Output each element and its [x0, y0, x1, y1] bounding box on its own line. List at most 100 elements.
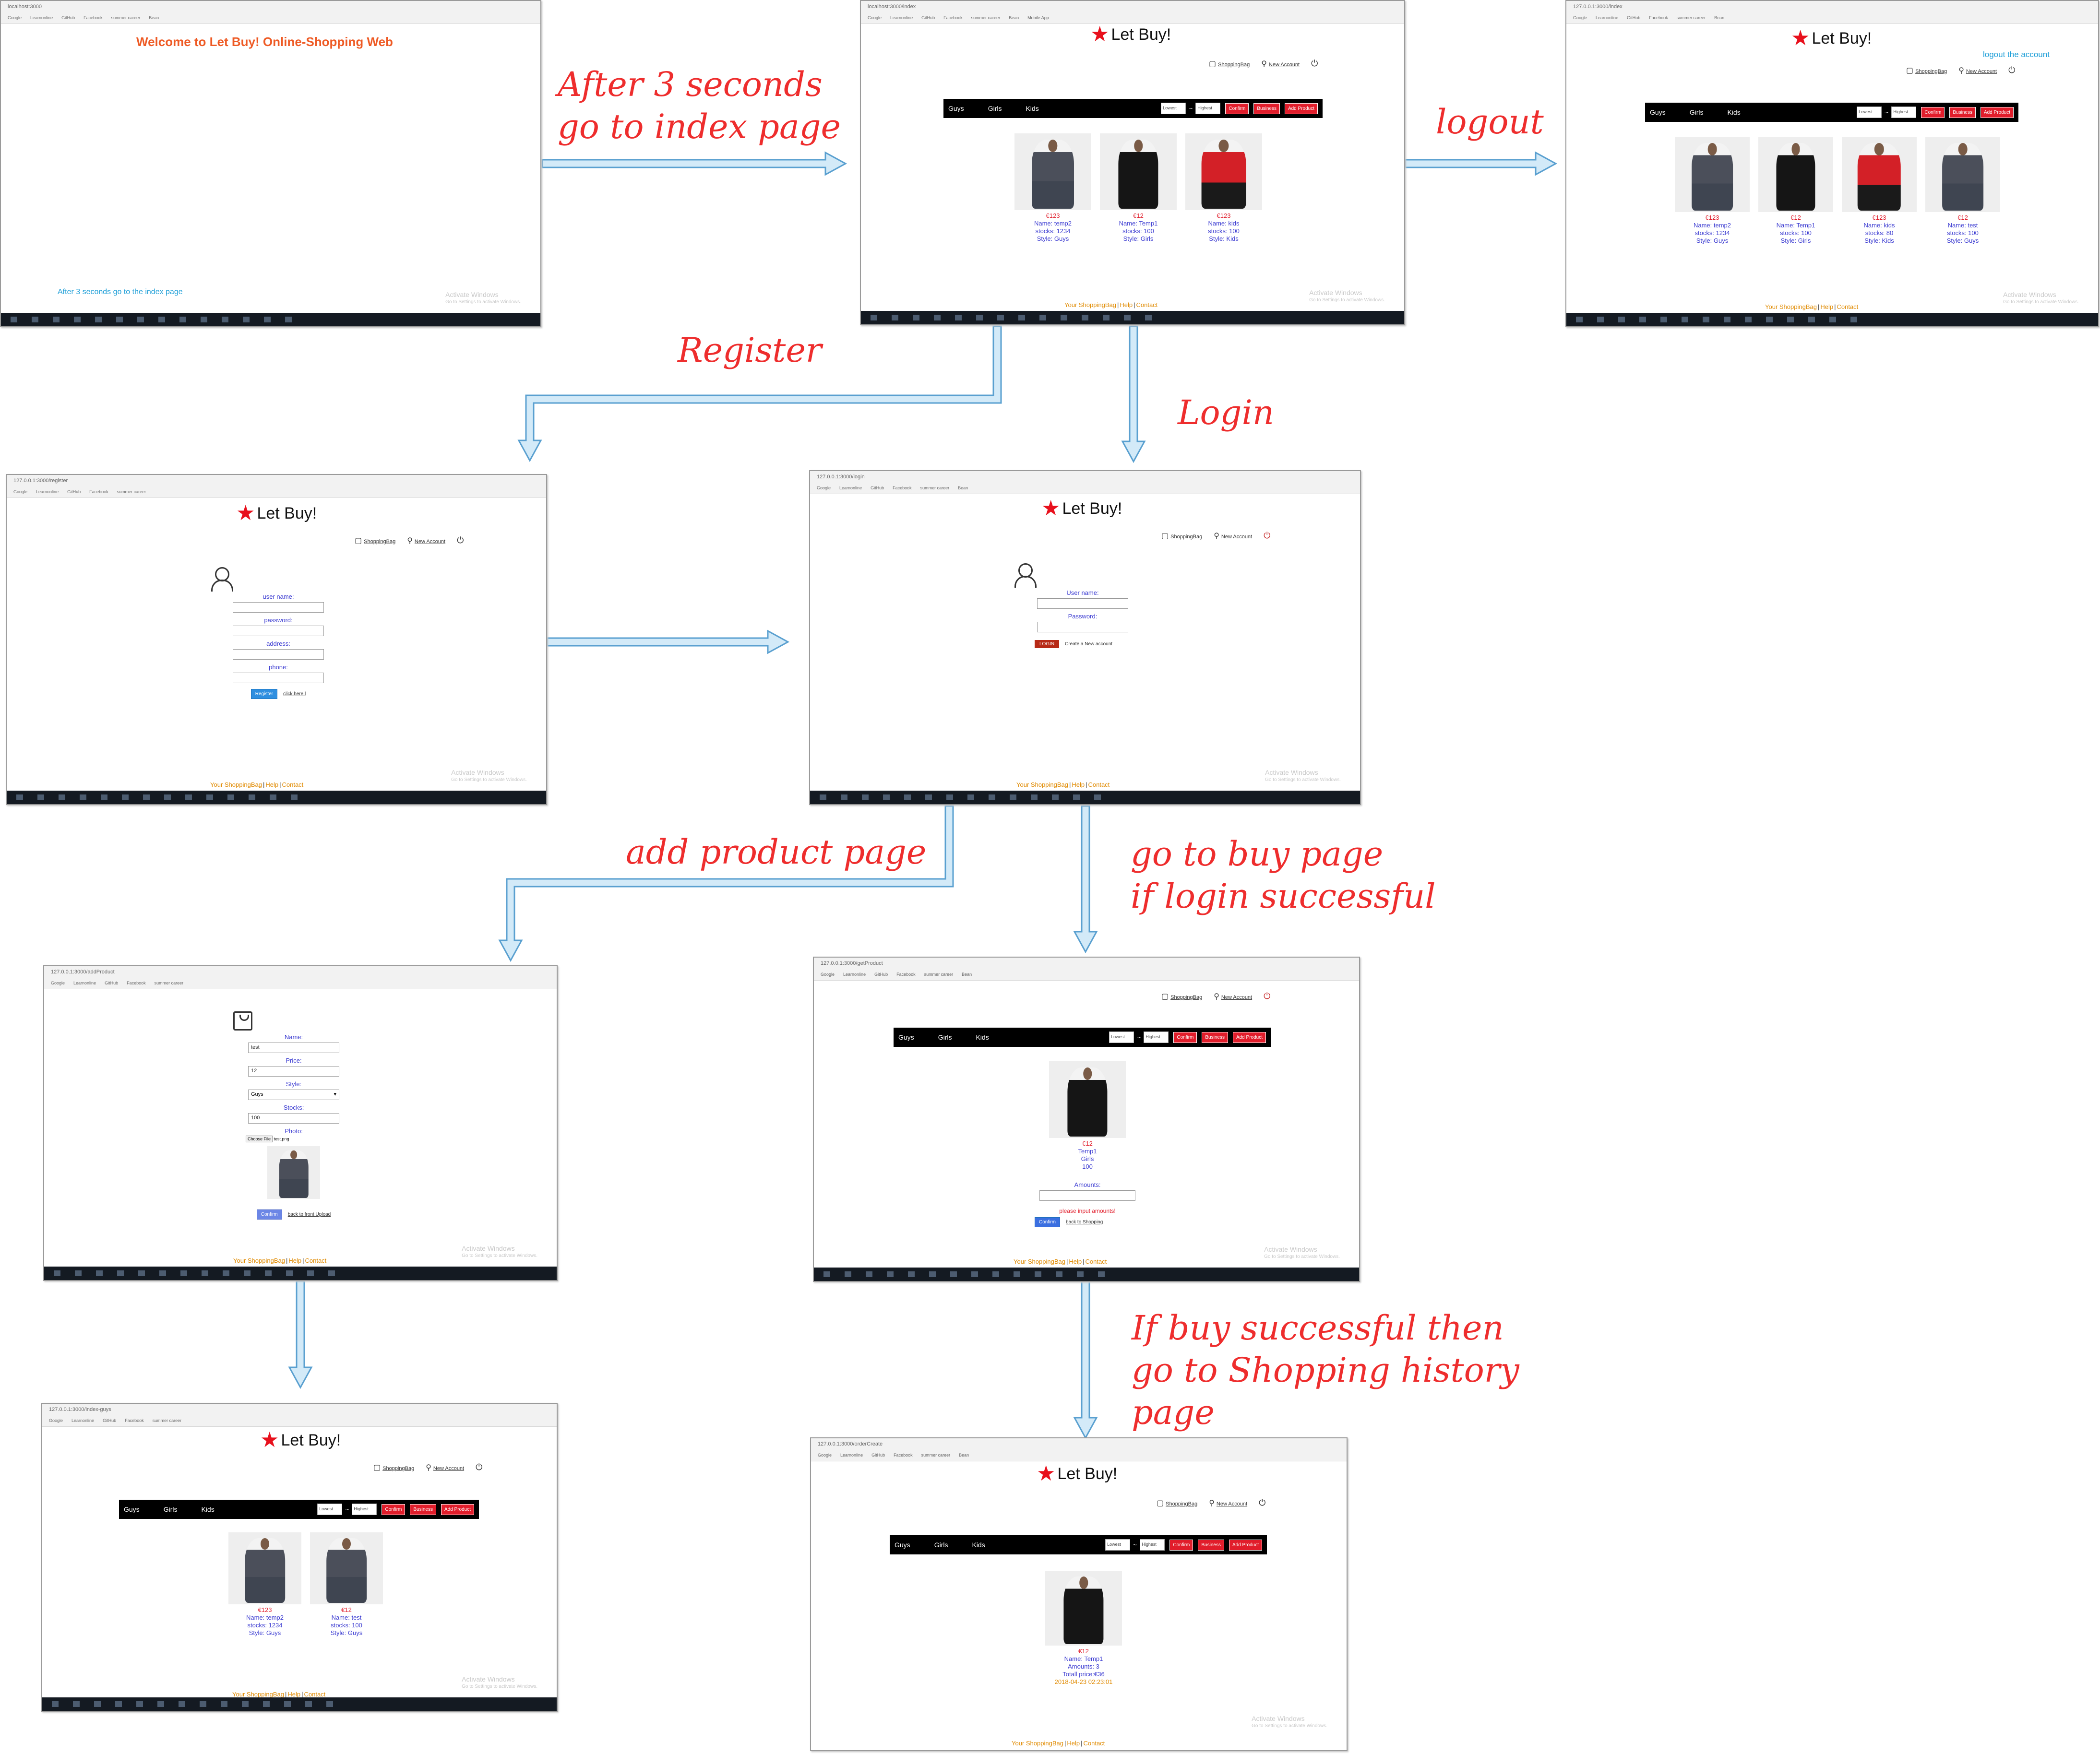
create-account-link[interactable]: Create a New account [1065, 641, 1113, 647]
new-account-link[interactable]: ⚲New Account [407, 536, 446, 545]
bookmark[interactable]: Learnonline [890, 15, 913, 20]
footer-help-link[interactable]: Help [265, 781, 279, 788]
lowest-price-input[interactable]: Lowest [317, 1504, 343, 1515]
bookmark[interactable]: GitHub [103, 1418, 117, 1423]
amount-input[interactable] [1039, 1190, 1135, 1201]
bookmark[interactable]: GitHub [61, 15, 75, 20]
login-submit-button[interactable]: LOGIN [1035, 640, 1060, 648]
bookmark[interactable]: Bean [958, 486, 968, 490]
shopping-bag-link[interactable]: ▢ShoppingBag [373, 1463, 415, 1472]
bookmark[interactable]: summer career [117, 489, 146, 494]
bookmark[interactable]: Facebook [84, 15, 103, 20]
add-product-button[interactable]: Add Product [1229, 1539, 1262, 1551]
confirm-button[interactable]: Confirm [1169, 1539, 1193, 1551]
shopping-bag-link[interactable]: ▢ShoppingBag [1209, 59, 1250, 68]
password-input[interactable] [1037, 622, 1128, 632]
bookmark[interactable]: Google [8, 15, 22, 20]
bookmark[interactable]: GitHub [871, 486, 884, 490]
highest-price-input[interactable]: Highest [1140, 1539, 1165, 1551]
bookmark[interactable]: Bean [1714, 15, 1725, 20]
bookmark[interactable]: Facebook [125, 1418, 144, 1423]
footer-bag-link[interactable]: Your ShoppingBag [1016, 781, 1068, 788]
footer-help-link[interactable]: Help [1120, 301, 1133, 308]
footer-bag-link[interactable]: Your ShoppingBag [1064, 301, 1116, 308]
nav-girls[interactable]: Girls [1689, 108, 1704, 116]
stocks-input[interactable]: 100 [248, 1113, 339, 1124]
nav-guys[interactable]: Guys [1650, 108, 1666, 116]
bookmark[interactable]: Bean [959, 1453, 969, 1458]
footer-contact-link[interactable]: Contact [282, 781, 304, 788]
bookmark[interactable]: Facebook [896, 972, 916, 977]
footer-contact-link[interactable]: Contact [1083, 1740, 1105, 1747]
footer-help-link[interactable]: Help [1069, 1258, 1082, 1265]
address-bar[interactable]: 127.0.0.1:3000/addProduct [51, 969, 115, 975]
brand-logo[interactable]: ★Let Buy! [260, 1428, 341, 1452]
shopping-bag-link[interactable]: ▢ShoppingBag [1157, 1499, 1198, 1507]
register-link[interactable]: click.here.l [283, 691, 306, 697]
nav-girls[interactable]: Girls [163, 1505, 178, 1513]
power-icon[interactable]: ⏻ [1264, 531, 1271, 540]
footer-bag-link[interactable]: Your ShoppingBag [233, 1257, 285, 1264]
password-input[interactable] [233, 626, 324, 636]
bookmark[interactable]: Google [13, 489, 28, 494]
address-bar[interactable]: localhost:3000/index [868, 4, 916, 10]
confirm-button[interactable]: Confirm [382, 1504, 406, 1515]
buy-confirm-button[interactable]: Confirm [1035, 1217, 1061, 1227]
bookmark[interactable]: Learnonline [839, 486, 862, 490]
footer-contact-link[interactable]: Contact [1837, 303, 1859, 310]
phone-input[interactable] [233, 673, 324, 683]
footer-bag-link[interactable]: Your ShoppingBag [1014, 1258, 1065, 1265]
bookmark[interactable]: Mobile App [1027, 15, 1049, 20]
lowest-price-input[interactable]: Lowest [1857, 107, 1882, 118]
nav-kids[interactable]: Kids [972, 1541, 985, 1549]
footer-contact-link[interactable]: Contact [1085, 1258, 1107, 1265]
bookmark[interactable]: Learnonline [1596, 15, 1619, 20]
bookmark[interactable]: Facebook [894, 1453, 913, 1458]
nav-kids[interactable]: Kids [201, 1505, 215, 1513]
shopping-bag-link[interactable]: ▢ShoppingBag [1161, 532, 1203, 540]
bookmark[interactable]: Google [51, 981, 65, 985]
bookmark[interactable]: Facebook [127, 981, 146, 985]
add-product-button[interactable]: Add Product [1980, 107, 2014, 118]
bookmark[interactable]: summer career [920, 486, 950, 490]
bookmark[interactable]: summer career [924, 972, 954, 977]
address-bar[interactable]: 127.0.0.1:3000/index-guys [49, 1407, 111, 1412]
bookmark[interactable]: GitHub [67, 489, 81, 494]
bookmark[interactable]: Google [868, 15, 882, 20]
business-button[interactable]: Business [1253, 103, 1280, 114]
shopping-bag-link[interactable]: ▢ShoppingBag [355, 536, 396, 545]
highest-price-input[interactable]: Highest [352, 1504, 377, 1515]
highest-price-input[interactable]: Highest [1891, 107, 1917, 118]
bookmark[interactable]: Learnonline [30, 15, 53, 20]
footer-help-link[interactable]: Help [287, 1691, 301, 1698]
bookmark[interactable]: summer career [921, 1453, 951, 1458]
confirm-button[interactable]: Confirm [1921, 107, 1945, 118]
username-input[interactable] [233, 602, 324, 613]
new-account-link[interactable]: ⚲New Account [1958, 66, 1997, 75]
power-icon[interactable]: ⏻ [1264, 991, 1271, 1001]
power-icon[interactable]: ⏻ [457, 535, 464, 545]
brand-logo[interactable]: ★Let Buy! [1041, 497, 1122, 520]
footer-help-link[interactable]: Help [288, 1257, 302, 1264]
bookmark[interactable]: Google [818, 1453, 832, 1458]
lowest-price-input[interactable]: Lowest [1161, 103, 1186, 114]
bookmark[interactable]: Google [49, 1418, 63, 1423]
price-input[interactable]: 12 [248, 1066, 339, 1077]
shopping-bag-link[interactable]: ▢ShoppingBag [1161, 992, 1203, 1001]
power-icon[interactable]: ⏻ [1259, 1498, 1266, 1507]
business-button[interactable]: Business [1198, 1539, 1224, 1551]
bookmark[interactable]: Bean [962, 972, 972, 977]
bookmark[interactable]: summer career [971, 15, 1001, 20]
power-icon[interactable]: ⏻ [1311, 59, 1318, 68]
bookmark[interactable]: Learnonline [840, 1453, 863, 1458]
new-account-link[interactable]: ⚲New Account [426, 1463, 465, 1472]
footer-contact-link[interactable]: Contact [1088, 781, 1110, 788]
highest-price-input[interactable]: Highest [1144, 1031, 1169, 1043]
new-account-link[interactable]: ⚲New Account [1209, 1499, 1248, 1507]
bookmark[interactable]: Facebook [1649, 15, 1668, 20]
